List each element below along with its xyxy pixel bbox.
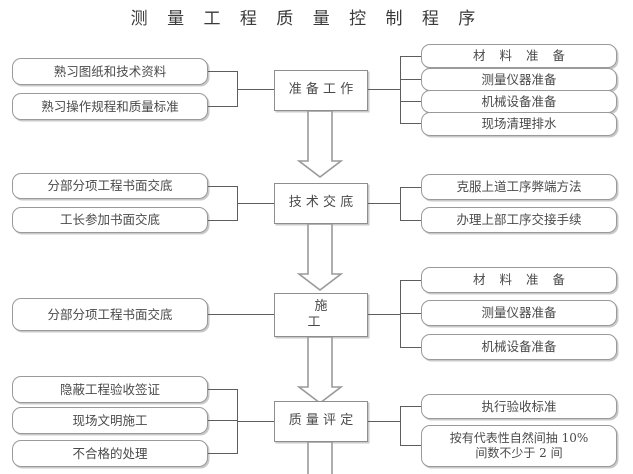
box-label: 材 料 准 备 [473, 48, 570, 64]
connector-line [400, 101, 422, 103]
box-label: 材 料 准 备 [473, 272, 570, 288]
output-box: 按有代表性自然间抽 10% 间数不少于 2 间 [421, 425, 617, 467]
connector-line [400, 79, 422, 81]
connector-line [400, 123, 422, 125]
flow-arrow-down [296, 111, 344, 179]
connector-line [368, 421, 401, 423]
box-label: 按有代表性自然间抽 10% 间数不少于 2 间 [449, 431, 589, 460]
connector-line [208, 186, 238, 188]
connector-line [208, 106, 238, 108]
box-label: 分部分项工程书面交底 [47, 306, 173, 322]
input-box: 熟习操作规程和质量标准 [12, 93, 208, 120]
box-label: 现场文明施工 [72, 412, 148, 428]
output-box: 机械设备准备 [421, 90, 617, 113]
connector-line [237, 89, 274, 91]
box-label: 工长参加书面交底 [59, 212, 160, 228]
connector-line [208, 314, 274, 316]
connector-line [368, 89, 401, 91]
connector-line [208, 71, 238, 73]
connector-line [400, 313, 422, 315]
page-title: 测 量 工 程 质 量 控 制 程 序 [130, 9, 483, 29]
flow-arrow-down [296, 442, 344, 474]
box-label: 质 量 评 定 [288, 413, 354, 429]
connector-line [400, 187, 402, 221]
box-label: 不合格的处理 [72, 445, 148, 461]
connector-line [237, 203, 274, 205]
box-label: 现场清理排水 [481, 116, 557, 132]
input-box: 熟习图纸和技术资料 [12, 58, 208, 85]
box-label: 机械设备准备 [481, 93, 557, 109]
connector-line [208, 420, 238, 422]
input-box: 隐蔽工程验收签证 [12, 376, 208, 403]
box-label: 机械设备准备 [481, 339, 557, 355]
connector-line [368, 203, 401, 205]
flow-arrow-down [296, 337, 344, 405]
connector-line [208, 453, 238, 455]
input-box: 工长参加书面交底 [12, 207, 208, 233]
output-box: 材 料 准 备 [421, 44, 617, 68]
box-label: 克服上道工序弊端方法 [456, 179, 582, 195]
connector-line [400, 445, 422, 447]
connector-line [400, 280, 422, 282]
process-box-construction: 施 工 [274, 293, 396, 337]
connector-line [237, 421, 274, 423]
output-box: 执行验收标准 [421, 394, 617, 419]
input-box: 分部分项工程书面交底 [12, 298, 208, 331]
connector-line [400, 187, 422, 189]
connector-line [368, 314, 401, 316]
input-box: 现场文明施工 [12, 407, 208, 434]
output-box: 测量仪器准备 [421, 300, 617, 326]
connector-line [400, 56, 402, 124]
box-label: 分部分项工程书面交底 [47, 178, 173, 194]
connector-line [208, 389, 238, 391]
output-box: 测量仪器准备 [421, 68, 617, 91]
connector-line [400, 347, 422, 349]
box-label: 测量仪器准备 [481, 305, 557, 321]
box-label: 测量仪器准备 [481, 71, 557, 87]
connector-line [400, 406, 402, 446]
box-label: 办理上部工序交接手续 [456, 212, 582, 228]
process-box-technical-disclosure: 技 术 交 底 [274, 183, 368, 224]
box-label: 熟习图纸和技术资料 [53, 63, 167, 79]
output-box: 现场清理排水 [421, 112, 617, 136]
process-box-preparation: 准 备 工 作 [274, 70, 368, 111]
input-box: 不合格的处理 [12, 440, 208, 467]
box-label: 准 备 工 作 [288, 82, 354, 98]
connector-line [208, 220, 238, 222]
output-box: 克服上道工序弊端方法 [421, 174, 617, 200]
flow-arrow-down [296, 224, 344, 292]
output-box: 机械设备准备 [421, 334, 617, 360]
output-box: 办理上部工序交接手续 [421, 207, 617, 233]
connector-line [400, 56, 422, 58]
connector-line [400, 220, 422, 222]
box-label: 熟习操作规程和质量标准 [41, 98, 179, 114]
output-box: 材 料 准 备 [421, 267, 617, 293]
box-label: 施 工 [307, 298, 396, 330]
process-box-quality-assessment: 质 量 评 定 [274, 401, 368, 442]
box-label: 隐蔽工程验收签证 [59, 381, 160, 397]
box-label: 执行验收标准 [481, 398, 557, 414]
connector-line [400, 406, 422, 408]
input-box: 分部分项工程书面交底 [12, 173, 208, 199]
box-label: 技 术 交 底 [288, 195, 354, 211]
